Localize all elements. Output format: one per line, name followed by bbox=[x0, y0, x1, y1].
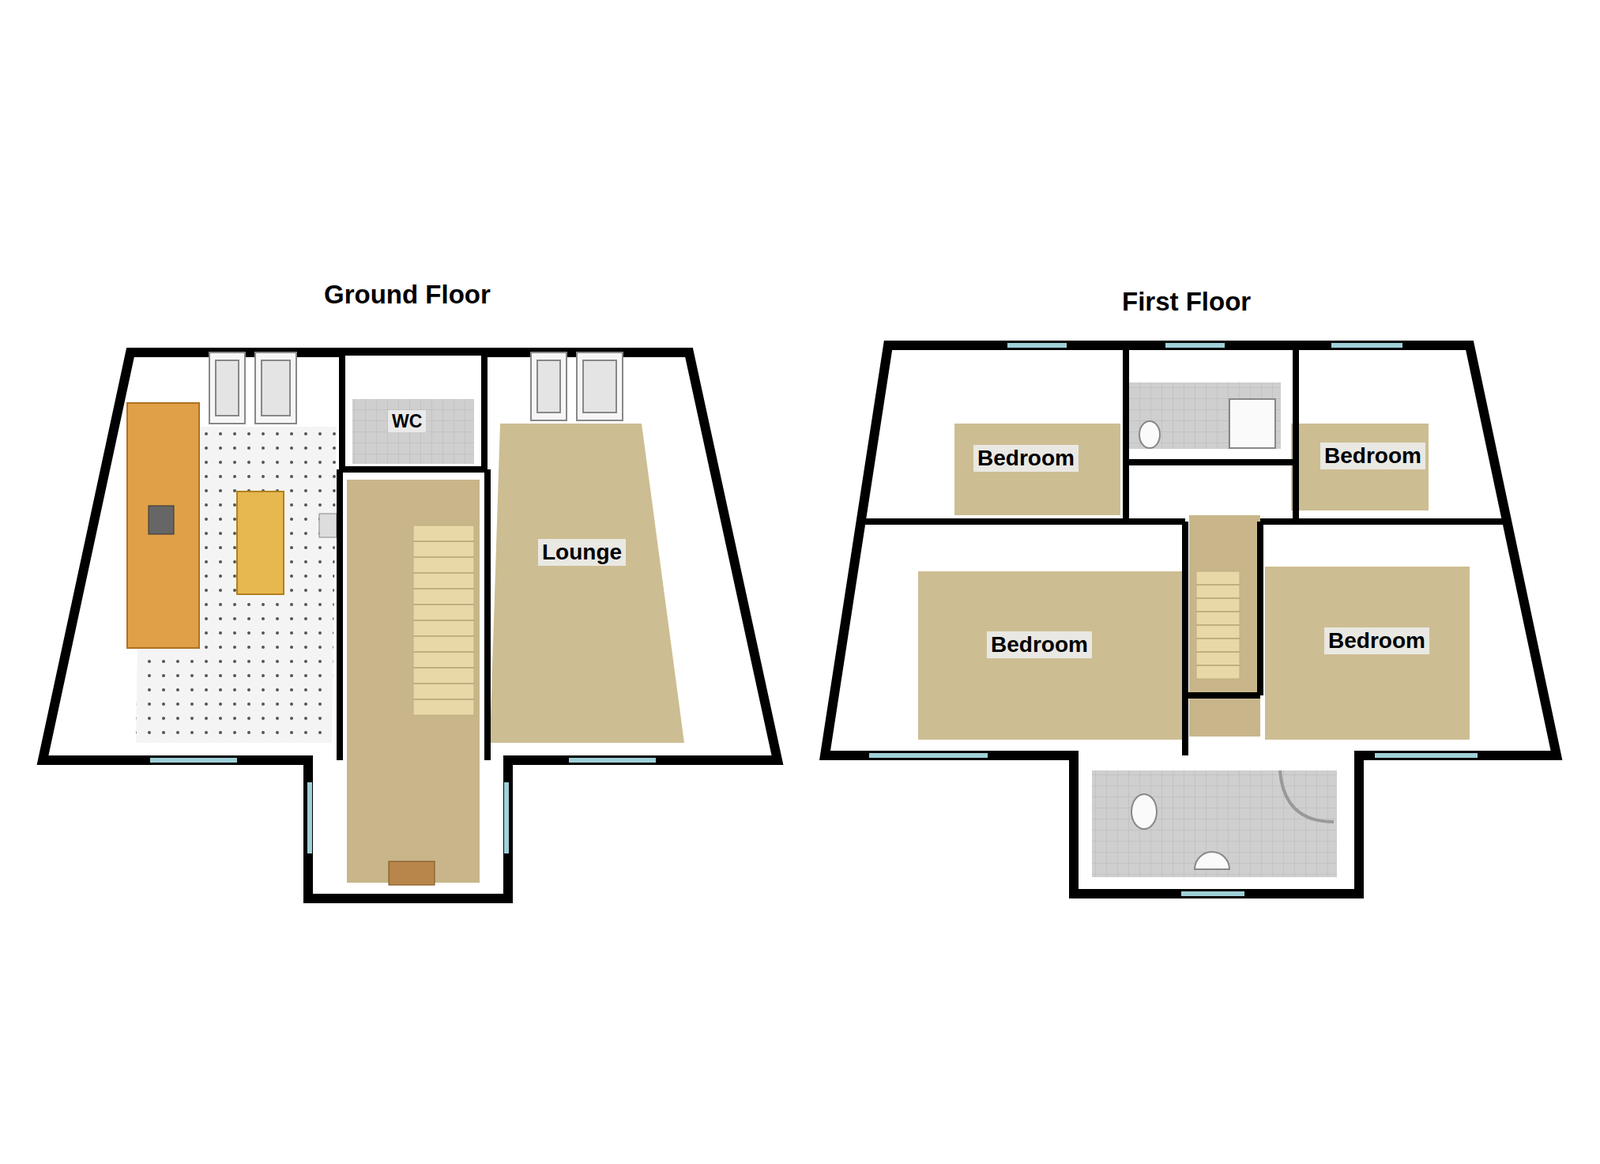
stairs bbox=[413, 525, 475, 716]
room-name: Bedroom bbox=[977, 445, 1075, 471]
landing-floor bbox=[1189, 515, 1261, 737]
hob bbox=[148, 505, 174, 535]
ground-partitions bbox=[339, 469, 488, 761]
room-name: Lounge bbox=[542, 539, 622, 565]
sink bbox=[319, 513, 337, 538]
wc-floor bbox=[352, 399, 475, 464]
bedroom-floor bbox=[1264, 566, 1470, 740]
room-label: Bedroom bbox=[1320, 442, 1426, 470]
ensuite-floor bbox=[1091, 770, 1337, 878]
bedroom-floor bbox=[918, 571, 1184, 740]
first-shell bbox=[824, 345, 1557, 894]
lounge-floor bbox=[489, 423, 685, 743]
first-partitions bbox=[861, 345, 1507, 756]
kitchen-counter bbox=[127, 402, 200, 648]
bedroom-floor bbox=[954, 423, 1121, 516]
room-label: WC bbox=[387, 410, 426, 433]
front-door bbox=[388, 861, 435, 885]
bedroom-floor bbox=[1291, 423, 1429, 511]
windows bbox=[869, 345, 1478, 894]
room-label: Bedroom bbox=[973, 444, 1079, 472]
room-name: WC bbox=[391, 410, 422, 432]
windows bbox=[150, 760, 656, 854]
bathroom-floor bbox=[1127, 382, 1281, 449]
ground-shell bbox=[42, 352, 778, 899]
wc-room bbox=[342, 352, 485, 470]
room-name: Bedroom bbox=[1324, 443, 1422, 469]
hall-floor bbox=[346, 479, 480, 883]
stairs bbox=[1196, 571, 1240, 679]
room-label: Bedroom bbox=[1324, 627, 1430, 655]
room-label: Lounge bbox=[538, 538, 626, 566]
room-name: Bedroom bbox=[1328, 628, 1426, 654]
room-label: Bedroom bbox=[986, 631, 1092, 659]
kitchen-island bbox=[237, 491, 284, 595]
room-name: Bedroom bbox=[990, 632, 1088, 658]
floor-heading: First Floor bbox=[1121, 286, 1251, 317]
fixtures bbox=[1131, 399, 1334, 870]
floor-heading: Ground Floor bbox=[323, 279, 491, 310]
